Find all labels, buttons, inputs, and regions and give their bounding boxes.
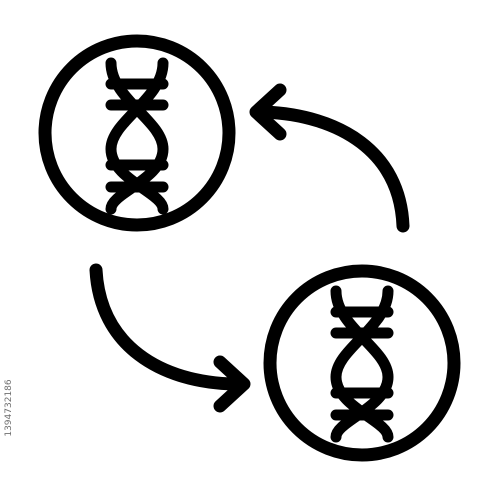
dna-icon bbox=[330, 285, 394, 443]
curved-arrow-icon bbox=[249, 83, 410, 233]
circle-outline bbox=[263, 264, 461, 462]
stock-id-watermark: 1394732186 bbox=[4, 379, 14, 437]
circle-outline bbox=[38, 34, 236, 232]
top-left-dna-badge bbox=[38, 34, 236, 232]
dna-icon bbox=[105, 57, 169, 215]
bottom-right-dna-badge bbox=[263, 264, 461, 462]
curved-arrow-icon bbox=[89, 263, 251, 413]
